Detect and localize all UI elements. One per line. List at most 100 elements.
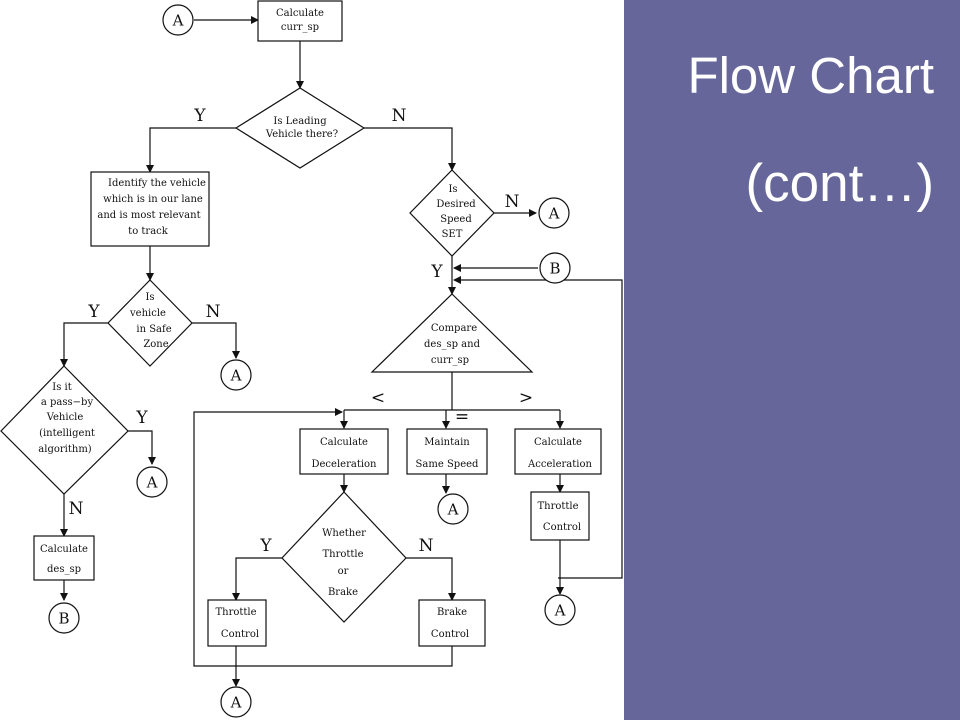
process-text-line-3: and is most relevant (97, 210, 200, 221)
process-box (530, 491, 590, 541)
process-box (33, 535, 95, 581)
process-throttle-control-left: Throttle Control (207, 599, 267, 647)
process-text-line-2: Control (221, 629, 259, 640)
connector-a-throttle-right: A (544, 594, 576, 626)
decision-diamond (107, 279, 193, 367)
process-box (514, 428, 602, 475)
connector-circle (48, 602, 80, 634)
label-compare-less: < (371, 388, 385, 408)
label-leading-no: N (392, 106, 407, 126)
connector-label: A (554, 602, 566, 620)
process-text-line-1: Calculate (534, 437, 582, 448)
process-text-line-2: which is in our lane (103, 194, 203, 205)
process-maintain-speed: Maintain Same Speed (406, 428, 488, 475)
edge-safe-zone-yes-to-pass-by (60, 322, 108, 367)
process-box (406, 428, 488, 475)
decision-text-line-3: in Safe (136, 324, 171, 335)
process-text-line-2: Control (431, 629, 469, 640)
decision-compare: Compare des_sp and curr_sp (370, 293, 534, 373)
label-pass-by-no: N (69, 499, 84, 519)
connector-label: A (172, 12, 184, 30)
decision-text-line-1: Whether (322, 528, 366, 539)
process-text-line-2: curr_sp (281, 22, 319, 33)
edge-safe-zone-no-to-a (192, 322, 240, 359)
label-safe-no: N (206, 302, 221, 322)
connector-circle (544, 594, 576, 626)
decision-diamond (234, 87, 366, 169)
label-compare-greater: > (519, 388, 533, 408)
flowchart-diagram: A Calculate curr_sp Is Leading Vehicle t… (0, 0, 623, 718)
connector-a-bottom: A (220, 686, 252, 718)
connector-a-desired-no: A (538, 197, 570, 229)
process-text-line-2: des_sp (47, 564, 81, 575)
decision-text-line-2: Throttle (322, 549, 363, 560)
decision-text-line-2: vehicle (129, 308, 166, 319)
process-text-line-2: Deceleration (312, 459, 378, 470)
label-safe-yes: Y (87, 302, 100, 322)
decision-text-line-4: SET (442, 229, 463, 240)
connector-label: B (58, 610, 69, 628)
connector-label: A (230, 367, 242, 385)
edge-pass-by-yes-to-a (128, 430, 156, 465)
decision-text-line-4: Zone (143, 339, 168, 350)
process-box (207, 599, 267, 647)
process-brake-control: Brake Control (418, 599, 486, 647)
edge-whether-no-to-brake (406, 557, 456, 601)
connector-circle (220, 686, 252, 718)
label-whether-yes: Y (259, 536, 272, 556)
decision-text-line-2: des_sp and (424, 339, 481, 350)
decision-desired-speed: Is Desired Speed SET (409, 169, 495, 257)
connector-label: A (230, 694, 242, 712)
connector-circle (220, 359, 252, 391)
connector-b-exit: B (48, 602, 80, 634)
slide-title: Flow Chart (687, 47, 934, 104)
process-text-line-1: Calculate (320, 437, 368, 448)
decision-text-line-1: Is (145, 292, 154, 303)
connector-circle (136, 466, 168, 498)
edge-leading-yes-to-identify (146, 127, 236, 173)
connector-a-pass-by-yes: A (136, 466, 168, 498)
process-box (299, 428, 389, 475)
decision-text-line-2: a pass−by (41, 397, 94, 408)
decision-text-line-3: Vehicle (46, 412, 84, 423)
process-identify-vehicle: Identify the vehicle which is in our lan… (90, 171, 210, 247)
connector-label: A (548, 205, 560, 223)
connector-a-maintain: A (437, 493, 469, 525)
process-calc-acceleration: Calculate Acceleration (514, 428, 602, 475)
process-calc-deceleration: Calculate Deceleration (299, 428, 389, 475)
process-calc-curr-sp: Calculate curr_sp (257, 0, 343, 42)
process-text-line-1: Maintain (424, 437, 470, 448)
decision-diamond (409, 169, 495, 257)
edge-brake-to-merge (193, 408, 453, 667)
process-calc-des-sp: Calculate des_sp (33, 535, 95, 581)
decision-text-line-2: Desired (436, 199, 476, 210)
process-text-line-1: Identify the vehicle (108, 178, 206, 189)
connector-circle (539, 252, 571, 284)
process-text-line-2: Acceleration (527, 459, 592, 470)
decision-text-line-1: Compare (431, 323, 477, 334)
process-text-line-1: Throttle (537, 501, 578, 512)
process-text-line-2: Same Speed (416, 459, 479, 470)
label-whether-no: N (419, 536, 434, 556)
connector-a-safe-no: A (220, 359, 252, 391)
decision-text-line-1: Is (448, 184, 457, 195)
connector-label: A (447, 501, 459, 519)
edge-leading-no-to-desired-speed (364, 127, 456, 171)
decision-text-line-3: or (338, 566, 349, 577)
process-box (418, 599, 486, 647)
decision-diamond (0, 365, 129, 495)
label-compare-equal: = (455, 407, 469, 427)
label-desired-yes: Y (430, 262, 443, 282)
connector-label: B (549, 260, 560, 278)
decision-text-line-4: Brake (328, 587, 358, 598)
edge-loop-return (453, 276, 623, 579)
process-text-line-1: Throttle (215, 607, 256, 618)
decision-text-line-5: algorithm) (38, 444, 92, 455)
flowchart-edges (60, 16, 623, 687)
decision-throttle-brake: Whether Throttle or Brake (281, 491, 407, 623)
process-text-line-2: Control (543, 522, 581, 533)
connector-label: A (146, 474, 158, 492)
decision-safe-zone: Is vehicle in Safe Zone (107, 279, 193, 367)
connector-a-start: A (162, 4, 194, 36)
process-text-line-4: to track (128, 226, 169, 237)
